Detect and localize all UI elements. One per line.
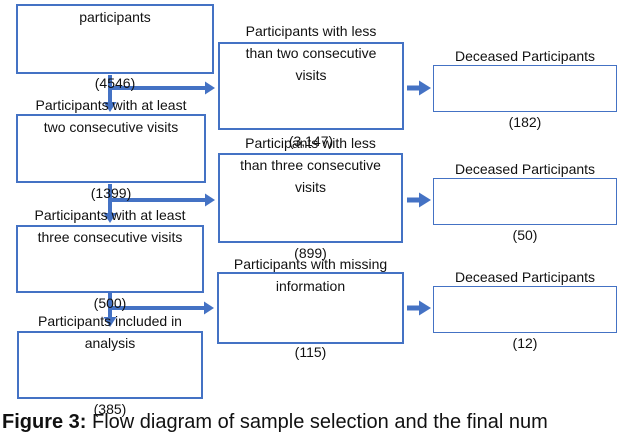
box-missing-information: Participants with missing information (1… <box>217 256 404 360</box>
box-included-in-analysis: Participants included in analysis (385) <box>17 313 203 417</box>
box-at-least-three-visits-count: (500) <box>93 295 127 311</box>
box-deceased-50: Deceased Participants (50) <box>433 161 617 243</box>
box-included-in-analysis-label: Participants included in analysis <box>38 313 182 351</box>
box-at-least-three-visits: Participants with at least three consecu… <box>16 207 204 311</box>
box-missing-information-count: (115) <box>294 344 327 360</box>
box-at-least-two-visits-label: Participants with at least two consecuti… <box>35 96 187 135</box>
box-at-least-three-visits-label: Participants with at least three consecu… <box>34 207 186 245</box>
box-less-than-two-visits: Participants with less than two consecut… <box>218 23 404 149</box>
box-missing-information-label: Participants with missing information <box>233 256 388 294</box>
box-deceased-50-label: Deceased Participants <box>454 160 596 177</box>
arrow-less-than-three-to-deceased-50 <box>407 192 431 208</box>
box-included-in-analysis-count: (385) <box>93 401 127 417</box>
box-deceased-182: Deceased Participants (182) <box>433 48 617 130</box>
box-deceased-182-count: (182) <box>508 113 542 130</box>
box-total-participants-label: Total number of participants <box>67 0 164 25</box>
box-less-than-two-visits-label: Participants with less than two consecut… <box>245 23 377 83</box>
arrow-at-least-three-to-missing-info <box>108 301 214 315</box>
figure-caption-text: Flow diagram of sample selection and the… <box>86 411 548 433</box>
box-at-least-two-visits-count: (1399) <box>90 184 132 201</box>
arrow-at-least-two-to-less-than-three <box>108 193 215 207</box>
figure-caption: Figure 3: Flow diagram of sample selecti… <box>2 409 640 434</box>
box-less-than-three-visits: Participants with less than three consec… <box>218 135 403 261</box>
box-deceased-12: Deceased Participants (12) <box>433 269 617 351</box>
box-deceased-12-count: (12) <box>512 334 538 351</box>
box-deceased-12-label: Deceased Participants <box>454 268 596 285</box>
arrow-less-than-two-to-deceased-182 <box>407 80 431 96</box>
arrow-missing-info-to-deceased-12 <box>407 300 431 316</box>
box-deceased-182-label: Deceased Participants <box>454 47 596 64</box>
box-less-than-three-visits-label: Participants with less than three consec… <box>240 135 381 195</box>
box-less-than-two-visits-count: (3,147) <box>288 133 334 149</box>
box-total-participants-count: (4546) <box>94 75 136 91</box>
box-deceased-50-count: (50) <box>512 226 538 243</box>
box-less-than-three-visits-count: (899) <box>294 245 327 261</box>
figure-caption-number: Figure 3: <box>2 411 87 433</box>
arrow-total-to-less-than-two <box>108 81 215 95</box>
box-at-least-two-visits: Participants with at least two consecuti… <box>16 97 206 201</box>
box-total-participants: Total number of participants (4546) <box>16 0 214 91</box>
arrow-at-least-three-to-included <box>103 293 117 327</box>
